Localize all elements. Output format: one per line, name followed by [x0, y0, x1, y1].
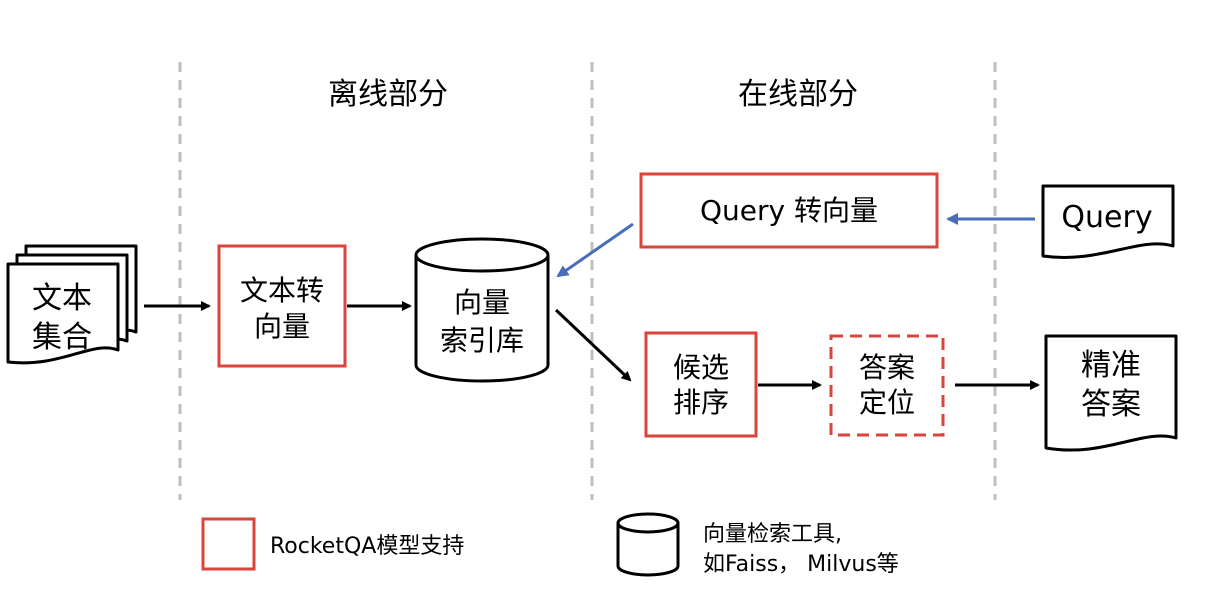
text-collection-label-2: 集合 — [32, 320, 92, 355]
text-to-vector-label-2: 向量 — [254, 310, 310, 343]
legend-model-label: RocketQA模型支持 — [270, 534, 464, 559]
text-collection-node: 文本 集合 — [6, 244, 138, 365]
legend: RocketQA模型支持 向量检索工具, 如Faiss， Milvus等 — [201, 512, 899, 577]
answer-locating-label-1: 答案 — [859, 351, 915, 384]
vector-index-label-2: 索引库 — [440, 324, 524, 357]
precise-answer-label-1: 精准 — [1081, 348, 1141, 383]
query-to-vector-label: Query 转向量 — [700, 194, 878, 227]
candidate-ranking-label-1: 候选 — [673, 351, 729, 384]
query-label: Query — [1061, 200, 1152, 235]
legend-model-swatch — [201, 517, 256, 571]
text-to-vector-label-1: 文本转 — [240, 274, 324, 307]
vector-index-label-1: 向量 — [454, 286, 510, 319]
legend-retrieval-label-1: 向量检索工具, — [703, 522, 842, 547]
candidate-ranking-label-2: 排序 — [673, 386, 729, 419]
answer-locating-node: 答案 定位 — [829, 334, 945, 437]
arrow-vectorizer-to-index — [556, 222, 634, 278]
precise-answer-node: 精准 答案 — [1044, 334, 1178, 452]
section-online: 在线部分 — [738, 77, 858, 112]
text-collection-label-1: 文本 — [32, 281, 92, 316]
section-offline: 离线部分 — [328, 77, 448, 112]
precise-answer-label-2: 答案 — [1081, 387, 1141, 422]
text-to-vector-node: 文本转 向量 — [217, 244, 347, 368]
vector-index-node: 向量 索引库 — [414, 237, 550, 383]
legend-retrieval-label-2: 如Faiss， Milvus等 — [703, 552, 899, 577]
answer-locating-label-2: 定位 — [859, 386, 915, 419]
candidate-ranking-node: 候选 排序 — [644, 331, 758, 438]
query-to-vector-node: Query 转向量 — [639, 172, 939, 249]
query-node: Query — [1041, 184, 1175, 259]
arrow-index-to-ranking — [554, 308, 632, 382]
legend-retrieval-swatch — [616, 512, 680, 577]
